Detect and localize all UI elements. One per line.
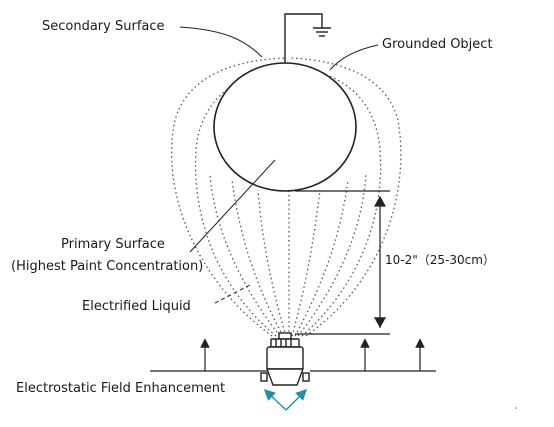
- field-line-right-4: [294, 179, 349, 337]
- field-line-left-3: [209, 174, 281, 337]
- label-primary-surface: Primary Surface: [61, 237, 165, 252]
- grounded-object-sphere: [213, 62, 357, 192]
- image-speck: [515, 407, 517, 409]
- enhancement-arrow-right: [285, 389, 307, 411]
- enhancement-arrow-left: [263, 389, 287, 411]
- label-field-enhancement: Electrostatic Field Enhancement: [16, 381, 226, 396]
- field-line-left-4: [231, 179, 284, 337]
- field-line-right-5: [291, 189, 321, 337]
- label-secondary-surface: Secondary Surface: [42, 19, 165, 34]
- field-lines: [171, 57, 402, 337]
- leader-secondary-surface: [179, 26, 263, 58]
- spray-gun-icon: [260, 332, 310, 386]
- leader-primary-surface: [189, 159, 276, 253]
- field-line-right-2: [301, 71, 382, 337]
- leader-grounded-object: [329, 44, 379, 71]
- label-primary-surface-note: (Highest Paint Concentration): [11, 259, 204, 274]
- field-line-left-5: [257, 189, 287, 337]
- leader-electrified-liquid: [214, 284, 251, 304]
- field-line-right-outer: [289, 57, 402, 337]
- ground-symbol-icon: [284, 13, 331, 63]
- distance-dimension: [295, 190, 390, 335]
- field-line-right-3: [297, 174, 367, 337]
- label-electrified-liquid: Electrified Liquid: [82, 299, 191, 314]
- label-grounded-object: Grounded Object: [382, 37, 493, 52]
- label-distance: 10-2"（25-30cm）: [385, 253, 495, 267]
